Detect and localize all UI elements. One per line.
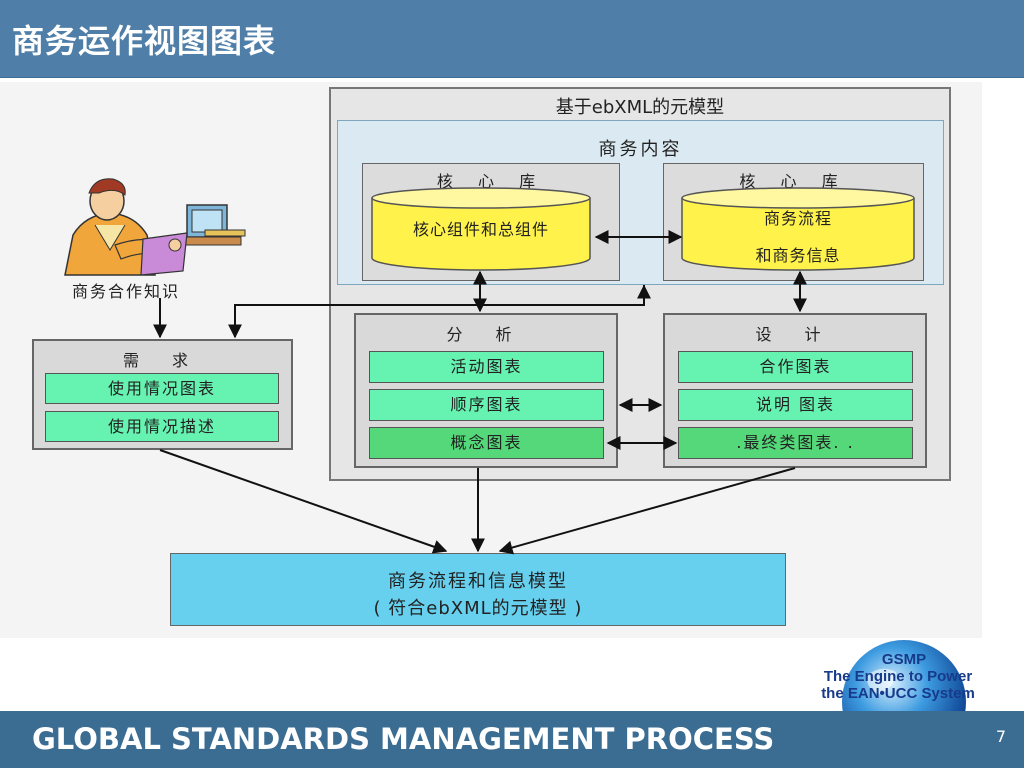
header-bar: 商务运作视图图表 <box>0 0 1024 78</box>
collaboration-diagram-item: 合作图表 <box>678 351 913 383</box>
footer-title: GLOBAL STANDARDS MANAGEMENT PROCESS <box>32 722 775 756</box>
page-number: 7 <box>995 727 1006 746</box>
footer-bar: GLOBAL STANDARDS MANAGEMENT PROCESS 7 <box>0 711 1024 768</box>
cylinder-left-text: 核心组件和总组件 <box>412 220 549 239</box>
final-class-diagram-item: .最终类图表. . <box>678 427 913 459</box>
page-title: 商务运作视图图表 <box>12 22 277 60</box>
design-label: 设 计 <box>755 325 835 344</box>
core-library-right-label: 核 心 库 <box>739 172 848 191</box>
requirements-label: 需 求 <box>122 351 203 370</box>
use-case-description-item: 使用情况描述 <box>45 411 279 442</box>
ebxml-metamodel-title: 基于ebXML的元模型 <box>555 97 725 118</box>
activity-diagram-item: 活动图表 <box>369 351 604 383</box>
logo-line2: The Engine to Power <box>823 668 973 685</box>
concept-diagram-item: 概念图表 <box>369 427 604 459</box>
use-case-diagram-item: 使用情况图表 <box>45 373 279 404</box>
cylinder-right-icon <box>681 187 915 271</box>
business-process-info-model: 商务流程和信息模型 ( 符合ebXML的元模型 ) <box>170 553 786 626</box>
logo-line3: the EAN•UCC System <box>821 685 975 702</box>
sequence-diagram-item: 顺序图表 <box>369 389 604 421</box>
business-knowledge-caption: 商务合作知识 <box>72 282 181 301</box>
specification-diagram-item: 说明 图表 <box>678 389 913 421</box>
business-person-icon <box>64 178 246 276</box>
model-line1: 商务流程和信息模型 <box>388 571 568 592</box>
analysis-label: 分 析 <box>446 325 526 344</box>
cylinder-right-line2: 和商务信息 <box>755 246 841 265</box>
core-library-left-label: 核 心 库 <box>436 172 546 191</box>
model-line2: ( 符合ebXML的元模型 ) <box>373 598 583 619</box>
cylinder-right-line1: 商务流程 <box>763 209 832 228</box>
logo-line1: GSMP <box>881 651 927 668</box>
cylinder-left-icon <box>371 187 591 271</box>
business-content-title: 商务内容 <box>598 139 683 160</box>
